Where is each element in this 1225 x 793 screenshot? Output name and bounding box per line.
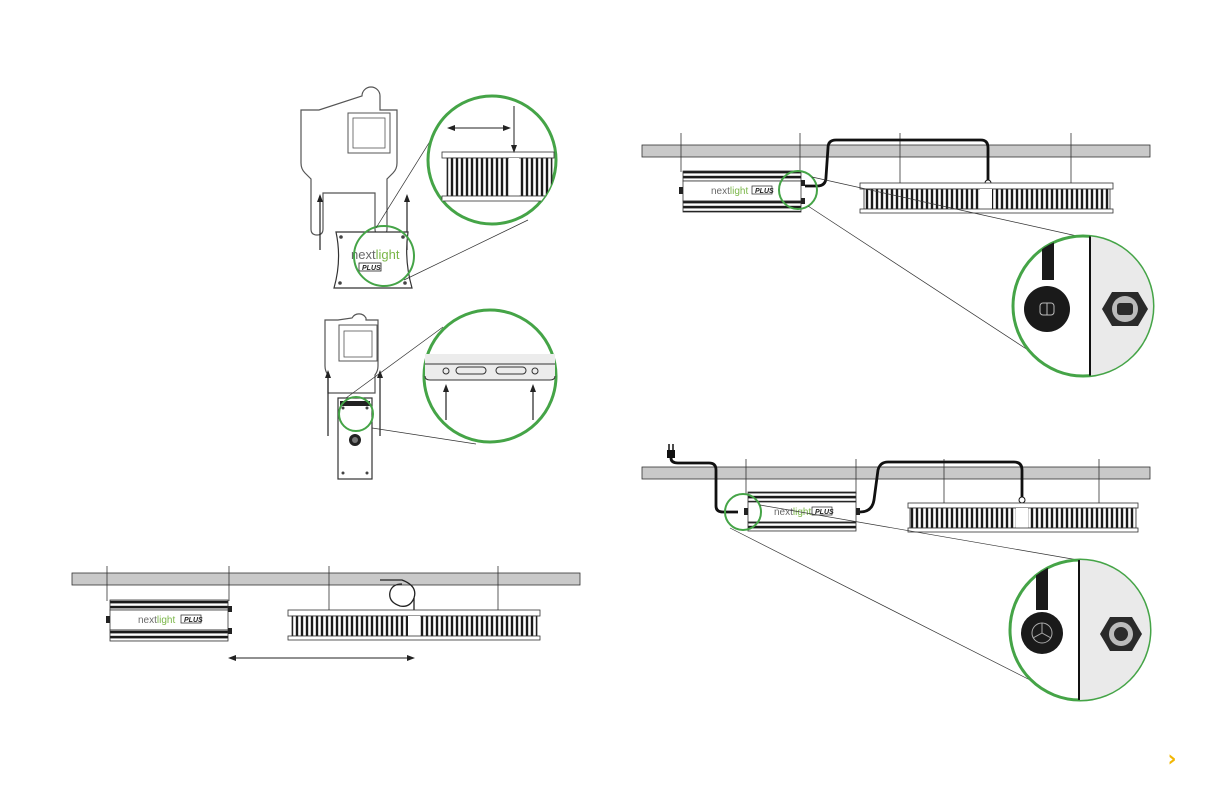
- rail-mount-side-by-side: nextlight PLUS: [72, 566, 580, 661]
- bracket-hanging-step: nextlight PLUS: [301, 87, 556, 288]
- svg-text:nextlight: nextlight: [138, 615, 175, 626]
- fixture-connection-diagram: nextlight PLUS: [642, 133, 1160, 382]
- ceiling-rail: [72, 573, 580, 585]
- svg-text:nextlight: nextlight: [351, 247, 400, 262]
- svg-text:PLUS: PLUS: [184, 617, 203, 624]
- svg-text:PLUS: PLUS: [755, 188, 774, 195]
- led-fixture: [860, 183, 1113, 213]
- detail-zoom-driver-holes: [424, 310, 556, 442]
- driver-bracket-step: [325, 310, 556, 479]
- led-driver: nextlight PLUS: [106, 600, 232, 641]
- power-connection-diagram: nextlight PLUS: [642, 444, 1154, 705]
- power-plug-icon: [667, 444, 675, 458]
- next-page-chevron-icon[interactable]: ›: [1160, 748, 1184, 772]
- driver-hanging-bracket: [325, 314, 378, 393]
- ceiling-rail: [642, 145, 1150, 157]
- detail-zoom-fixture-connector: [1013, 230, 1160, 382]
- led-fixture: [908, 503, 1138, 532]
- led-fixture: [288, 610, 540, 640]
- hanging-bracket: [301, 87, 397, 235]
- detail-zoom-power-connector: [1010, 555, 1154, 705]
- ceiling-rail: [642, 467, 1150, 479]
- svg-text:PLUS: PLUS: [362, 265, 381, 272]
- svg-text:nextlight: nextlight: [711, 186, 748, 197]
- detail-zoom-bracket-fixture: [428, 96, 556, 224]
